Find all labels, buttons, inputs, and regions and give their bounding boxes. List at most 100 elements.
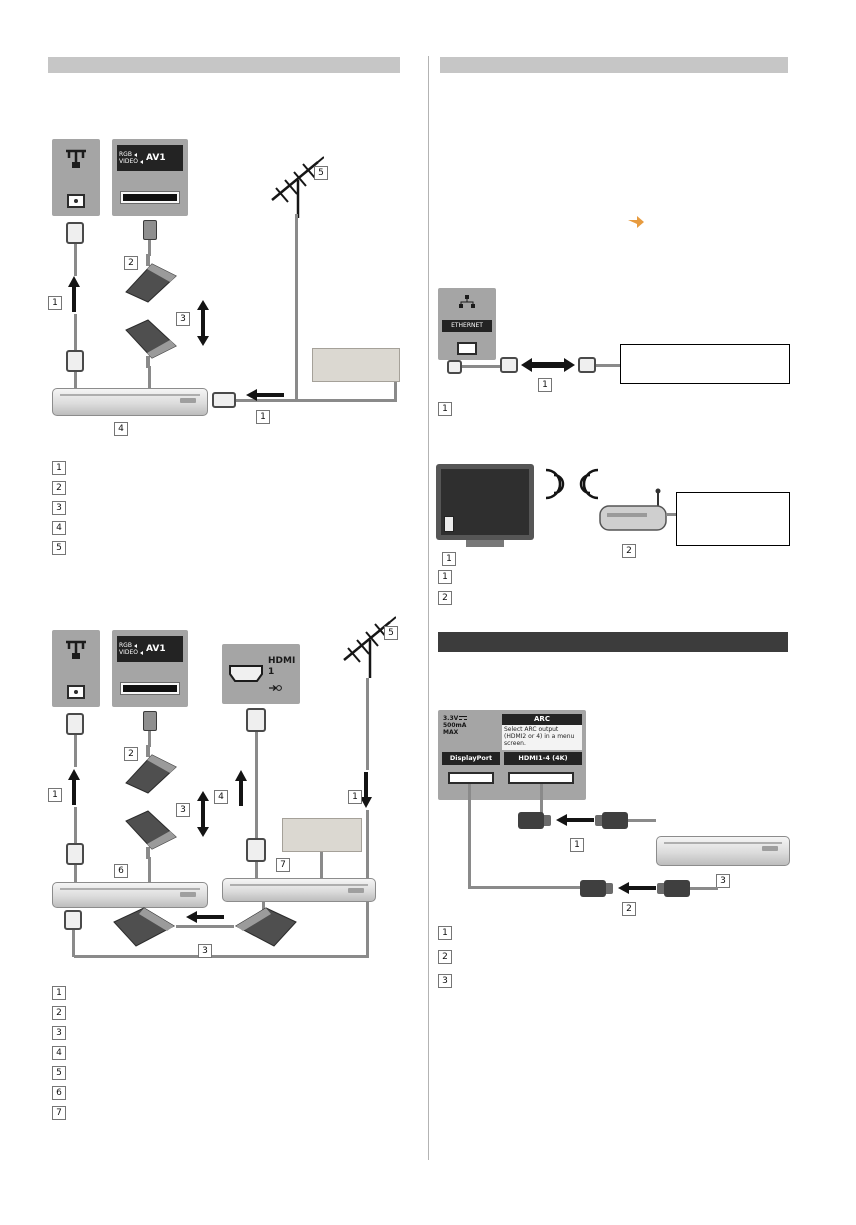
input-arrow-icon xyxy=(269,685,282,691)
aerial-cable xyxy=(366,678,369,770)
hdmi-plug-icon xyxy=(246,708,266,732)
external-equipment-box xyxy=(282,818,362,852)
av1-video-label: VIDEO xyxy=(119,649,139,656)
cable-segment xyxy=(320,852,323,878)
rf-plug-icon xyxy=(66,713,84,735)
av1-terminal-label: RGB VIDEO AV1 xyxy=(117,145,183,171)
arrow-up-down-icon xyxy=(197,791,209,837)
list2-item-5-badge: 5 xyxy=(52,1066,66,1080)
callout-3: 3 xyxy=(176,803,190,817)
callout-1: 1 xyxy=(348,790,362,804)
column-divider xyxy=(428,56,429,1160)
input-triangle-icon xyxy=(133,152,137,157)
list2-item-4-badge: 4 xyxy=(52,1046,66,1060)
scart-socket xyxy=(121,192,179,203)
arrow-left-right-icon xyxy=(521,358,575,372)
callout-4: 4 xyxy=(214,790,228,804)
antenna-socket xyxy=(67,194,85,208)
access-point-box xyxy=(676,492,790,546)
lan-cable xyxy=(462,365,500,368)
lan-plug-icon xyxy=(578,357,596,373)
arrow-up-icon xyxy=(235,770,247,806)
network-equipment-box xyxy=(620,344,790,384)
displayport-label: DisplayPort xyxy=(442,752,500,765)
scart-cable xyxy=(148,240,151,256)
displayport-socket xyxy=(448,772,494,784)
rf-cable xyxy=(74,735,77,767)
scart-cable xyxy=(148,731,151,747)
recorder-device xyxy=(52,882,208,908)
callout-2: 2 xyxy=(124,256,138,270)
callout-5: 5 xyxy=(384,626,398,640)
wireless-signal-icon xyxy=(545,468,599,500)
list1-item-4-badge: 4 xyxy=(52,521,66,535)
external-equipment-box xyxy=(312,348,400,382)
av1-terminal: RGB VIDEO AV1 xyxy=(112,630,188,707)
list2-item-7-badge: 7 xyxy=(52,1106,66,1120)
list3-item-1-badge: 1 xyxy=(438,402,452,416)
aerial-cable xyxy=(295,214,298,402)
max-label: MAX xyxy=(443,729,459,736)
callout-1: 1 xyxy=(48,296,62,310)
hdmi-cable xyxy=(628,819,656,822)
right-section-2-header-bar xyxy=(438,632,788,652)
antenna-terminal xyxy=(52,630,100,707)
arrow-left-icon xyxy=(618,882,656,894)
scart-cable xyxy=(148,366,151,388)
ethernet-label: ETHERNET xyxy=(442,320,492,332)
av1-terminal-label: RGB VIDEO AV1 xyxy=(117,636,183,662)
callout-2: 2 xyxy=(622,544,636,558)
list5-item-1-badge: 1 xyxy=(438,926,452,940)
callout-2: 2 xyxy=(124,747,138,761)
antenna-symbol-icon xyxy=(66,640,86,659)
input-triangle-icon xyxy=(140,159,144,164)
callout-4: 4 xyxy=(114,422,128,436)
list1-item-1-badge: 1 xyxy=(52,461,66,475)
antenna-symbol-icon xyxy=(66,149,86,168)
scart-plug-icon xyxy=(234,907,297,947)
av1-video-label: VIDEO xyxy=(119,158,139,165)
callout-6: 6 xyxy=(114,864,128,878)
scart-cable xyxy=(148,857,151,882)
left-section-1-header-bar xyxy=(48,57,400,73)
jump-arrow-icon xyxy=(628,216,644,228)
list1-item-2-badge: 2 xyxy=(52,481,66,495)
rf-cable xyxy=(236,399,397,402)
scart-plug-icon xyxy=(125,810,177,859)
player-device xyxy=(222,878,376,902)
right-section-1-header-bar xyxy=(440,57,788,73)
scart-adaptor-icon xyxy=(143,711,157,731)
callout-3: 3 xyxy=(716,874,730,888)
tv-icon xyxy=(436,464,534,540)
scart-plug-icon xyxy=(125,254,177,303)
lan-plug-icon xyxy=(447,360,462,374)
current-value: 500mA xyxy=(443,722,467,729)
arrow-left-icon xyxy=(556,814,594,826)
rf-cable xyxy=(74,865,77,882)
hdmi4k-label: HDMI1-4 (4K) xyxy=(504,752,582,765)
arrow-up-icon xyxy=(68,276,80,312)
rf-cable xyxy=(74,244,77,276)
displayport-cable xyxy=(468,784,471,889)
antenna-terminal xyxy=(52,139,100,216)
list4-item-1-badge: 1 xyxy=(438,570,452,584)
callout-1: 1 xyxy=(256,410,270,424)
antenna-socket xyxy=(67,685,85,699)
displayport-plug-icon xyxy=(580,880,613,897)
scart-socket xyxy=(121,683,179,694)
callout-1: 1 xyxy=(48,788,62,802)
rf-plug-icon xyxy=(212,392,236,408)
input-triangle-icon xyxy=(133,643,137,648)
hdmi1-number: 1 xyxy=(268,667,275,677)
rf-cable xyxy=(74,314,77,350)
list1-item-5-badge: 5 xyxy=(52,541,66,555)
rf-plug-icon xyxy=(64,910,82,930)
rf-plug-icon xyxy=(66,222,84,244)
scart-plug-icon xyxy=(125,319,177,368)
displayport-plug-icon xyxy=(664,880,690,897)
rf-cable xyxy=(394,382,397,401)
recorder-device xyxy=(52,388,208,416)
rear-panel: 3.3V 500mA MAX ARC Select ARC output (HD… xyxy=(438,710,586,800)
aerial-icon xyxy=(343,616,396,678)
list1-item-3-badge: 3 xyxy=(52,501,66,515)
